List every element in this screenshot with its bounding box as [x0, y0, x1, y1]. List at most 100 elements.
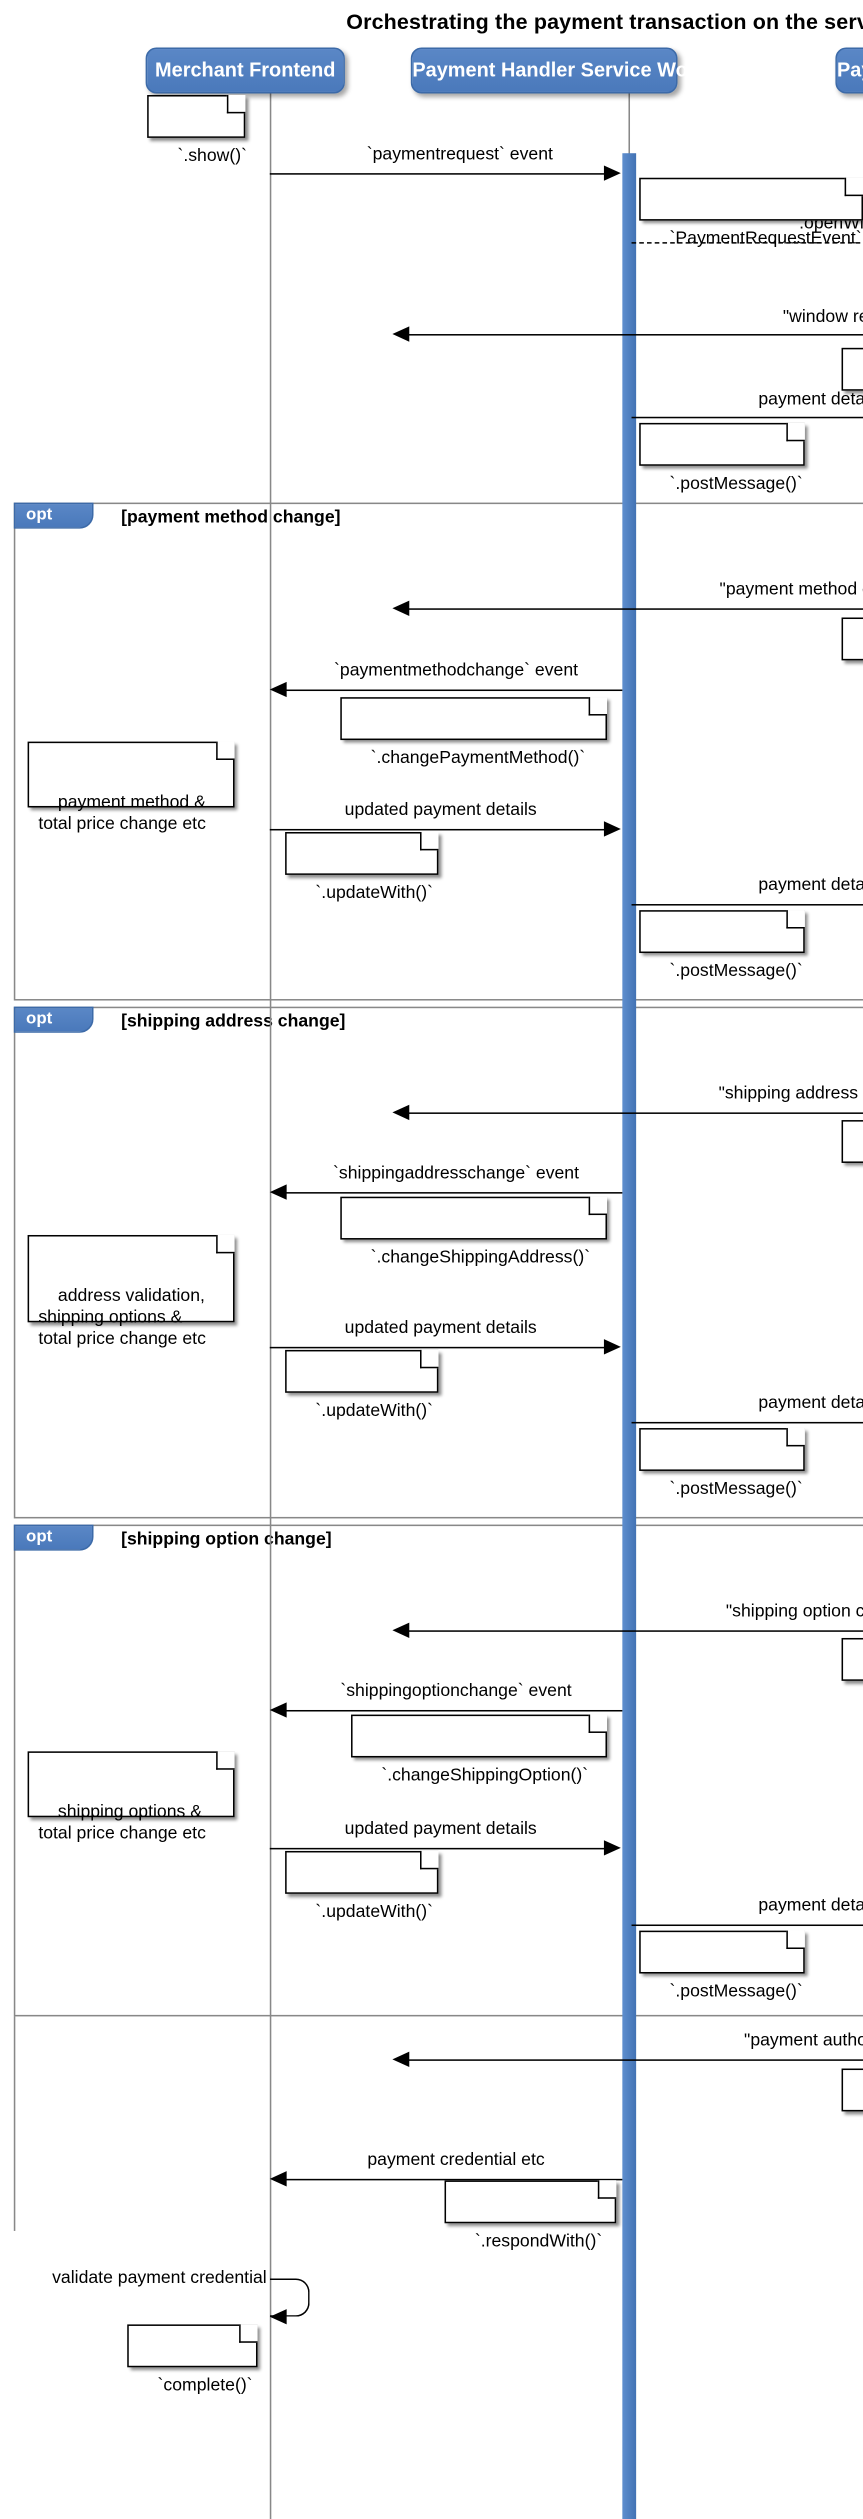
note-respondwith: `.respondWith()`	[444, 2180, 617, 2251]
note-text: address validation, shipping options & t…	[38, 1287, 206, 1349]
message-label-window-ready: "window ready"	[782, 307, 863, 327]
note-text: `.postMessage()`	[669, 962, 803, 981]
message-label-payment-method-changed: "payment method changed"	[719, 580, 863, 600]
message-label-updated-payment-details-3: updated payment details	[344, 1820, 537, 1839]
note-payment-method-and-total-price-change: payment method & total price change etc	[27, 741, 235, 834]
message-label-payment-details-4: payment details	[758, 1896, 863, 1916]
message-line-shipping-option-changed	[407, 1630, 863, 1632]
note-text: `.changePaymentMethod()`	[370, 749, 586, 768]
note-updatewith-2: `.updateWith()`	[285, 1349, 439, 1420]
fragment-shipping-option-change	[13, 1524, 863, 2017]
message-line-shipping-address-changed	[407, 1112, 863, 1114]
message-line-shippingaddresschange-event	[285, 1192, 623, 1194]
note-show: `.show()`	[147, 94, 247, 165]
fragment-condition-3: [shipping option change]	[121, 1530, 332, 1550]
message-line-updated-payment-details-1	[269, 828, 606, 831]
message-label-shippingoptionchange-event: `shippingoptionchange` event	[340, 1682, 572, 1701]
message-line-payment-method-changed	[407, 608, 863, 610]
message-arrow-payment-credential-etc	[269, 2171, 287, 2187]
message-arrow-payment-authorized	[392, 2051, 410, 2067]
note-changeshippingoption: `.changeShippingOption()`	[351, 1714, 608, 1785]
note-postmessage-2: `.postMessage()`	[639, 422, 805, 493]
message-arrow-updated-payment-details-1	[603, 821, 621, 837]
message-line-shippingoptionchange-event	[285, 1709, 623, 1712]
fragment-condition-1: [payment method change]	[121, 508, 341, 528]
note-changeshippingaddress: `.changeShippingAddress()`	[340, 1196, 608, 1267]
note-postmessage-8: `.postMessage()`	[639, 1930, 805, 2001]
note-postmessage-1: `.postMessage()`	[841, 347, 863, 391]
note-postmessage-4: `.postMessage()`	[639, 910, 805, 981]
message-label-payment-authorized: "payment authorized"	[744, 2031, 863, 2051]
lifeline-merchant	[269, 91, 272, 2519]
message-line-openwindow	[631, 242, 863, 244]
message-label-paymentrequest-event: `paymentrequest` event	[366, 145, 553, 164]
note-text: shipping options & total price change et…	[38, 1803, 206, 1844]
message-line-payment-details-4	[631, 1924, 863, 1927]
message-arrow-paymentmethodchange-event	[269, 681, 287, 698]
note-payment-request-event: `PaymentRequestEvent`	[639, 177, 863, 248]
page-title: Orchestrating the payment transaction on…	[346, 9, 863, 34]
fragment-tab-opt-3: opt	[13, 1524, 94, 1551]
note-text: `.respondWith()`	[474, 2232, 603, 2251]
note-text: `.show()`	[177, 147, 248, 166]
message-label-shipping-address-changed: "shipping address changed"	[718, 1084, 863, 1104]
message-arrow-updated-payment-details-2	[603, 1339, 621, 1355]
note-postmessage-5: `.postMessage()`	[841, 1120, 863, 1163]
message-line-updated-payment-details-3	[269, 1847, 606, 1850]
message-line-payment-details-2	[631, 904, 863, 906]
fragment-tab-opt-1: opt	[13, 502, 94, 529]
note-complete: `complete()`	[127, 2324, 258, 2395]
note-text: payment method & total price change etc	[38, 793, 206, 834]
message-label-shippingaddresschange-event: `shippingaddresschange` event	[333, 1164, 580, 1183]
fragment-shipping-address-change	[13, 1006, 863, 1519]
note-updatewith-3: `.updateWith()`	[285, 1850, 439, 1921]
note-shipping-options-and-total-price-change: shipping options & total price change et…	[27, 1751, 235, 1843]
message-arrow-payment-method-changed	[392, 600, 410, 616]
note-updatewith-1: `.updateWith()`	[285, 832, 439, 902]
note-text: `PaymentRequestEvent`	[669, 229, 862, 249]
fragment-tab-opt-2: opt	[13, 1006, 94, 1033]
note-text: `.changeShippingOption()`	[381, 1766, 589, 1786]
message-line-updated-payment-details-2	[269, 1346, 606, 1349]
fragment-payment-method-change	[13, 502, 863, 1001]
message-self-loop-validate-payment-credential	[269, 2278, 310, 2317]
message-arrow-shippingaddresschange-event	[269, 1184, 287, 1200]
note-changepaymentmethod: `.changePaymentMethod()`	[340, 697, 608, 768]
note-text: `.postMessage()`	[669, 1982, 803, 2002]
message-arrow-shippingoptionchange-event	[269, 1702, 287, 1718]
message-line-paymentrequest-event	[269, 173, 606, 175]
message-label-updated-payment-details-2: updated payment details	[344, 1319, 537, 1338]
message-label-payment-details-2: payment details	[758, 876, 863, 895]
message-arrow-window-ready	[392, 326, 410, 342]
message-arrow-updated-payment-details-3	[603, 1840, 621, 1856]
message-arrow-paymentrequest-event	[603, 165, 621, 181]
message-line-payment-details-1	[631, 416, 863, 419]
note-text: `.updateWith()`	[315, 1401, 433, 1421]
note-text: `complete()`	[157, 2376, 253, 2395]
note-text: `.updateWith()`	[315, 1903, 433, 1922]
note-text: `.postMessage()`	[669, 1480, 803, 1499]
message-line-paymentmethodchange-event	[285, 689, 623, 692]
message-label-updated-payment-details-1: updated payment details	[344, 801, 537, 820]
message-arrow-shipping-address-changed	[392, 1104, 410, 1121]
message-label-shipping-option-changed: "shipping option changed"	[725, 1602, 863, 1622]
note-postmessage-9: `.postMessage()`	[841, 2068, 863, 2112]
message-label-paymentmethodchange-event: `paymentmethodchange` event	[334, 661, 579, 681]
message-label-validate-payment-credential: validate payment credential	[52, 2269, 267, 2288]
message-label-payment-credential-etc: payment credential etc	[367, 2151, 545, 2170]
fragment-final-section	[13, 2016, 863, 2231]
message-line-payment-authorized	[407, 2059, 863, 2061]
note-postmessage-7: `.postMessage()`	[841, 1637, 863, 1681]
message-arrow-validate-payment-credential	[269, 2309, 287, 2325]
message-line-window-ready	[407, 334, 863, 336]
actor-service-worker-top[interactable]: Payment Handler Service Worker	[410, 47, 725, 94]
actor-merchant-frontend-top[interactable]: Merchant Frontend	[145, 47, 345, 94]
note-address-validation-shipping-options: address validation, shipping options & t…	[27, 1234, 235, 1348]
note-postmessage-3: `.postMessage()`	[841, 617, 863, 661]
note-text: `.postMessage()`	[669, 474, 803, 494]
note-postmessage-6: `.postMessage()`	[639, 1428, 805, 1499]
note-text: `.updateWith()`	[315, 884, 433, 903]
message-line-payment-details-3	[631, 1421, 863, 1424]
actor-payment-handler-frontend-top[interactable]: Payment Handler Frontend	[835, 47, 863, 94]
